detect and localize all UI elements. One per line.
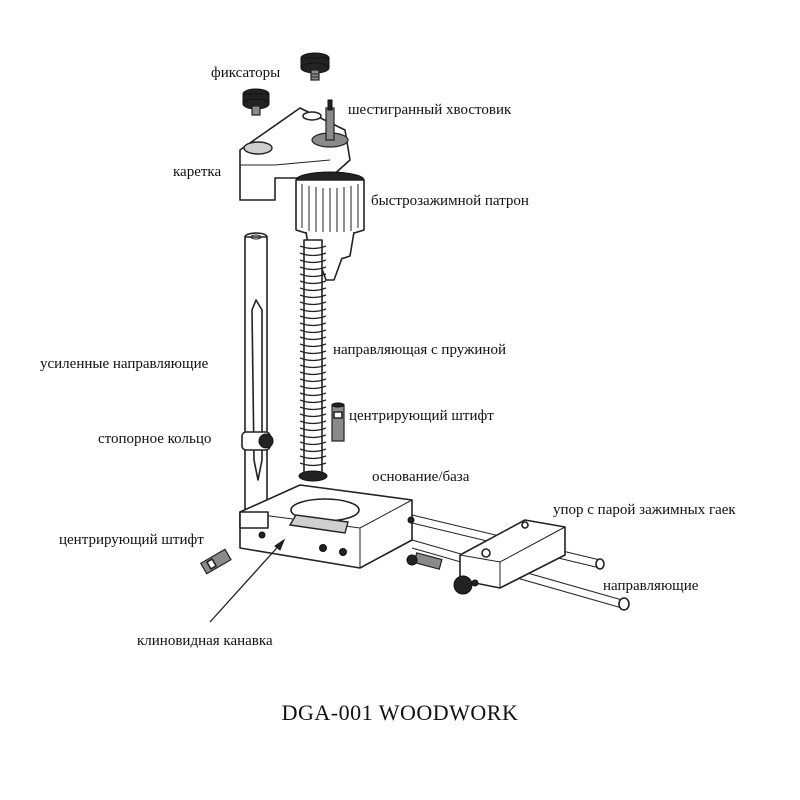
spring-coil [299,420,327,425]
label-centering-pin-left: центрирующий штифт [59,532,204,548]
label-hex-shank: шестигранный хвостовик [348,102,512,118]
label-chuck: быстрозажимной патрон [371,193,529,209]
model-caption: DGA-001 WOODWORK [281,700,519,725]
spring-coil [299,364,327,369]
centering-pin-right [331,402,345,442]
reinforced-guide-rod [244,232,268,518]
spring-coil [299,378,327,383]
label-fixators: фиксаторы [211,65,281,81]
label-carriage: каретка [173,164,222,180]
spring-coil [299,266,327,271]
spring-coil [299,357,327,362]
stop-ring [241,431,274,451]
fixator-knob-left [242,88,270,116]
label-guides: направляющие [603,578,699,594]
spring-coil [299,315,327,320]
spring-coil [299,252,327,257]
stop-block [459,519,566,589]
spring-coil [299,301,327,306]
spring-coil [299,259,327,264]
spring-coil [299,343,327,348]
label-centering-pin-right: центрирующий штифт [349,408,494,424]
v-groove-leader-arrow [209,538,286,623]
spring-coil [299,322,327,327]
spring-coil [299,245,327,250]
label-stop-ring: стопорное кольцо [98,431,212,447]
spring-coil [299,280,327,285]
spring-coil [299,462,327,467]
spring-coil [299,273,327,278]
spring-coil [299,441,327,446]
spring-coil [299,434,327,439]
spring-coil [299,350,327,355]
label-v-groove: клиновидная канавка [137,633,273,649]
spring-coil [299,392,327,397]
spring-coil [299,427,327,432]
spring-coil [299,406,327,411]
label-base: основание/база [372,469,470,485]
clamp-nut-front [453,575,473,595]
spring-coil [299,399,327,404]
spring-coil [299,329,327,334]
spring-coil [299,448,327,453]
hex-shank [325,99,335,141]
fixator-knob-top [300,52,330,81]
spring-coil [299,287,327,292]
spring-coil [299,413,327,418]
spring-coil [299,385,327,390]
spring-coil [299,308,327,313]
label-stop-with-nuts: упор с парой зажимных гаек [553,502,736,518]
clamp-nut-screw [406,552,443,570]
spring-coil [299,455,327,460]
label-spring-guide: направляющая с пружиной [333,342,506,358]
label-reinforced-guides: усиленные направляющие [40,356,209,372]
spring-coil [299,294,327,299]
spring-coil [299,371,327,376]
centering-pin-left [199,548,232,575]
spring-coil [299,336,327,341]
spring-guide [298,239,328,482]
